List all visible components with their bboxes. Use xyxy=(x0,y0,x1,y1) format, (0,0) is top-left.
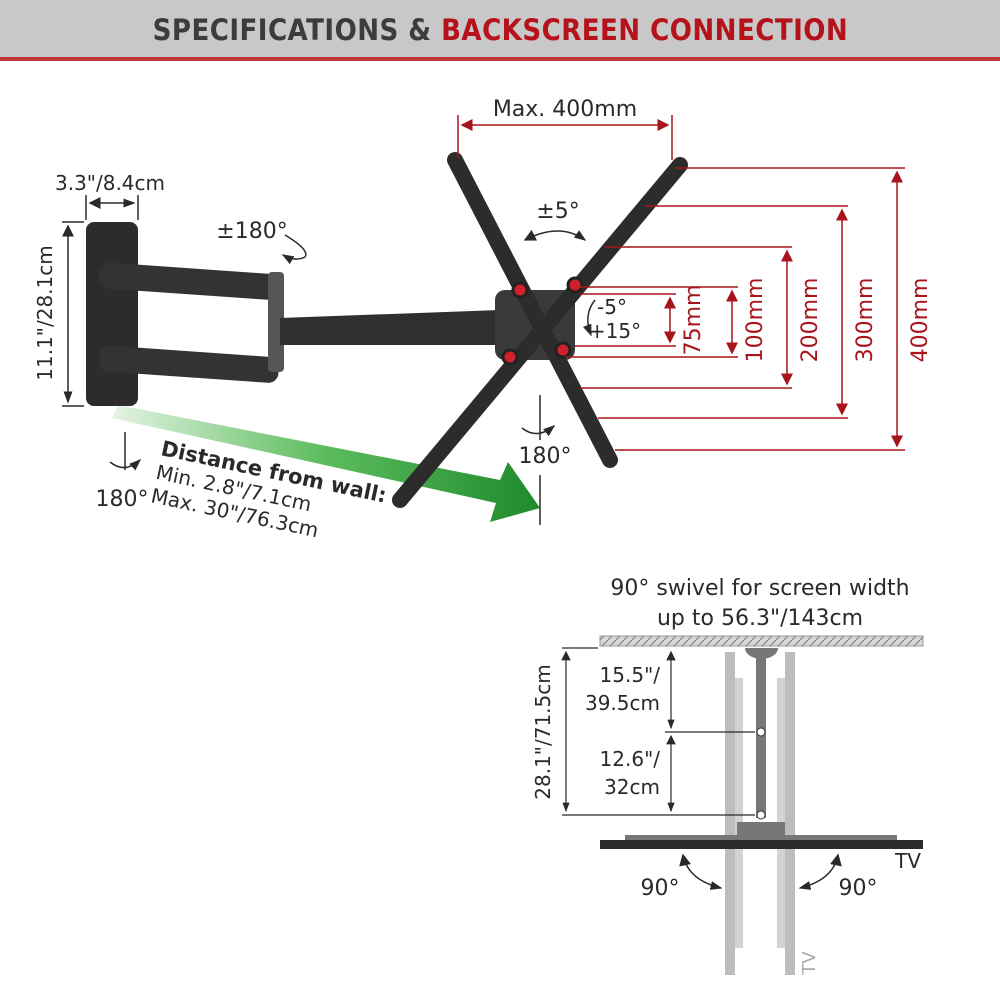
title-part-gray: SPECIFICATIONS & xyxy=(152,13,432,47)
vesa-200-label: 200mm xyxy=(798,278,823,363)
lower-distance-inch: 12.6"/ xyxy=(600,747,661,771)
header-divider xyxy=(0,57,1000,61)
vesa-dimensions xyxy=(457,115,905,451)
rotate-arrow-icon xyxy=(281,234,307,265)
page-title: SPECIFICATIONS & BACKSCREEN CONNECTION xyxy=(152,0,848,60)
wall xyxy=(599,635,924,647)
tilt-arrow-icon xyxy=(582,299,596,337)
rotate-arrow-icon xyxy=(523,229,587,241)
vesa-75-label: 75mm xyxy=(681,285,706,356)
rotate-arrow-icon xyxy=(109,458,142,471)
wall-mount-arm xyxy=(86,222,575,406)
swivel-total-label: 28.1"/71.5cm xyxy=(531,664,555,799)
tilt-minus-label: -5° xyxy=(597,295,627,319)
depth-label: 3.3"/8.4cm xyxy=(55,171,165,195)
arm-swivel-label: ±180° xyxy=(216,219,287,244)
head-swivel-label: 180° xyxy=(519,444,572,469)
swivel-angle-right: 90° xyxy=(839,876,878,901)
vesa-bracket xyxy=(392,152,688,508)
swivel-arrow-left-icon xyxy=(679,853,723,890)
distance-arrow xyxy=(112,405,540,522)
tilt-plus-label: +15° xyxy=(589,319,641,343)
swivel-tv-positions xyxy=(600,648,923,975)
lower-distance-cm: 32cm xyxy=(604,775,660,799)
vesa-400-label: 400mm xyxy=(908,278,933,363)
title-part-red: BACKSCREEN CONNECTION xyxy=(440,13,848,47)
upper-distance-cm: 39.5cm xyxy=(585,691,660,715)
swivel-title-1: 90° swivel for screen width xyxy=(610,576,909,601)
height-label: 11.1"/28.1cm xyxy=(33,245,57,380)
rotation-label: ±5° xyxy=(536,199,579,224)
tv-label: TV xyxy=(894,849,921,873)
vesa-100-label: 100mm xyxy=(743,278,768,363)
swivel-arrow-right-icon xyxy=(798,853,842,890)
swivel-dimensions xyxy=(561,647,755,816)
depth-dimension xyxy=(62,195,139,407)
swivel-title-2: up to 56.3"/143cm xyxy=(657,606,863,631)
rotate-arrow-icon xyxy=(521,425,556,437)
swivel-angle-left: 90° xyxy=(641,876,680,901)
vesa-300-label: 300mm xyxy=(853,278,878,363)
upper-distance-inch: 15.5"/ xyxy=(600,663,661,687)
tv-label-rotated: TV xyxy=(799,951,820,976)
header-bar: SPECIFICATIONS & BACKSCREEN CONNECTION xyxy=(0,0,1000,57)
max-width-label: Max. 400mm xyxy=(493,97,637,122)
wall-swivel-label: 180° xyxy=(96,487,149,512)
